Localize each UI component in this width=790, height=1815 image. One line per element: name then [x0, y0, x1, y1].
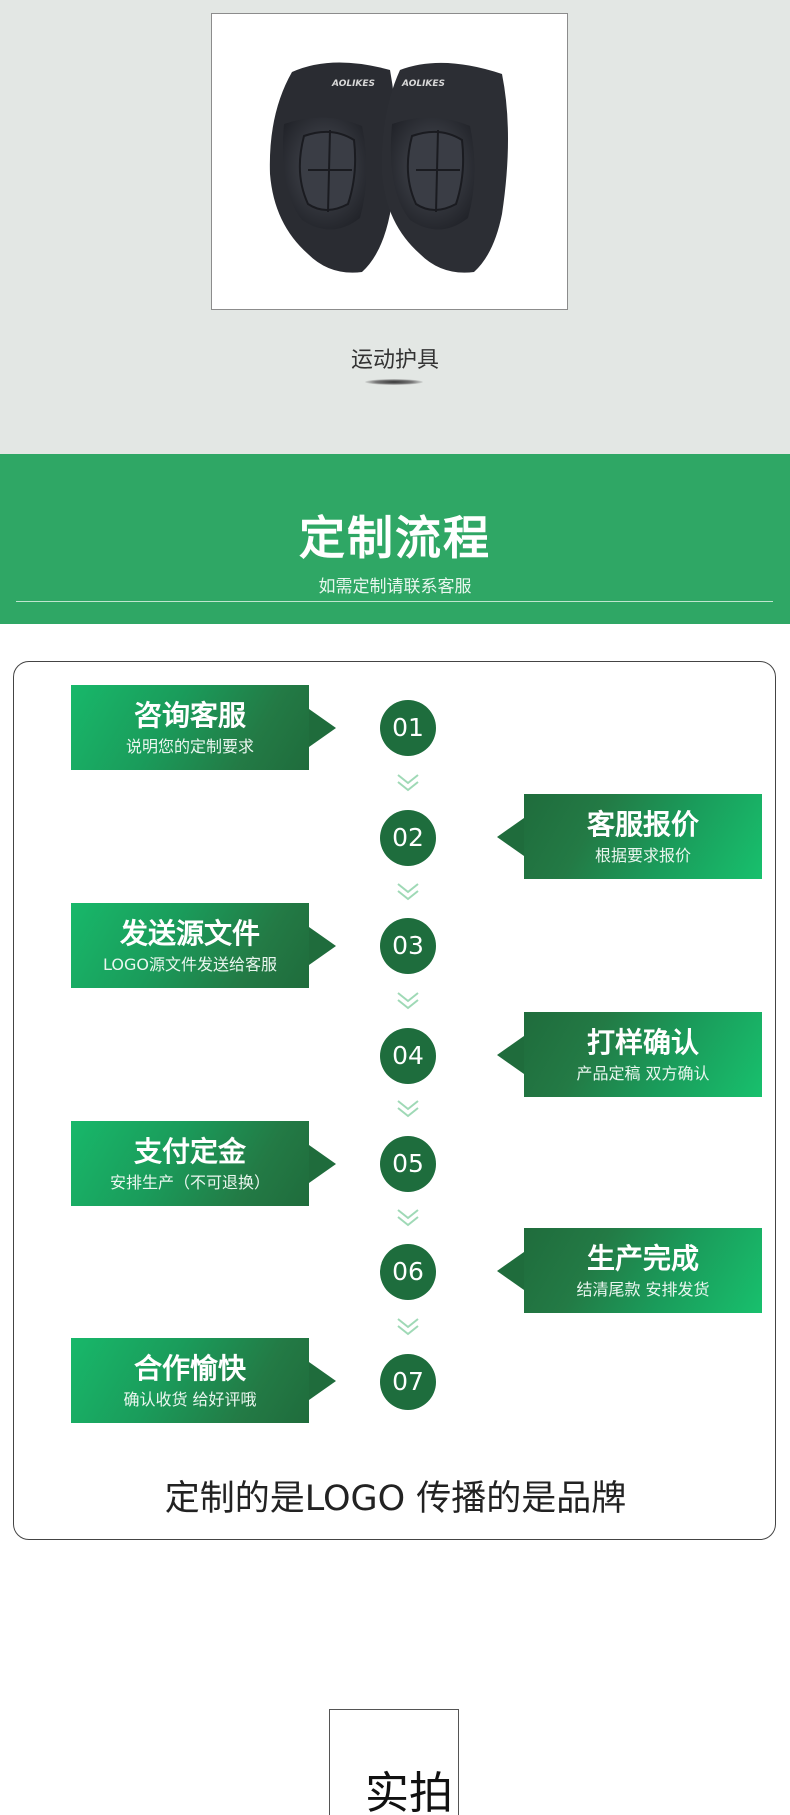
step-desc: 产品定稿 双方确认 [576, 1064, 710, 1083]
chevron-down-icon [397, 774, 419, 792]
step-number-6: 06 [380, 1244, 436, 1300]
step-number-3: 03 [380, 918, 436, 974]
step-number-5: 05 [380, 1136, 436, 1192]
step-box-1[interactable]: 咨询客服 说明您的定制要求 [71, 685, 336, 770]
step-box-4[interactable]: 打样确认 产品定稿 双方确认 [497, 1012, 762, 1097]
chevron-down-icon [397, 1318, 419, 1336]
step-box-3[interactable]: 发送源文件 LOGO源文件发送给客服 [71, 903, 336, 988]
knee-pads-photo-icon: AOLIKES AOLIKES [269, 62, 508, 273]
step-box-2[interactable]: 客服报价 根据要求报价 [497, 794, 762, 879]
step-box-7[interactable]: 合作愉快 确认收货 给好评哦 [71, 1338, 336, 1423]
product-image[interactable]: AOLIKES AOLIKES [211, 13, 568, 310]
process-banner: 定制流程 如需定制请联系客服 [0, 454, 790, 624]
chevron-down-icon [397, 1209, 419, 1227]
step-number-4: 04 [380, 1028, 436, 1084]
svg-text:AOLIKES: AOLIKES [401, 79, 445, 89]
product-caption: 运动护具 [350, 348, 439, 373]
step-title: 咨询客服 [133, 699, 246, 732]
chevron-down-icon [397, 883, 419, 901]
step-box-6[interactable]: 生产完成 结清尾款 安排发货 [497, 1228, 762, 1313]
step-desc: 说明您的定制要求 [125, 737, 254, 756]
chevron-down-icon [397, 992, 419, 1010]
process-card: 咨询客服 说明您的定制要求 01 02 客服报价 根据要求报价 发送源文件 LO… [13, 661, 776, 1540]
step-desc: 结清尾款 安排发货 [576, 1280, 710, 1299]
step-desc: 确认收货 给好评哦 [123, 1390, 257, 1409]
step-desc: 安排生产（不可退换） [109, 1173, 270, 1192]
step-number-1: 01 [380, 700, 436, 756]
chevron-down-icon [397, 1100, 419, 1118]
product-section: AOLIKES AOLIKES 运动护具 [0, 0, 790, 454]
step-title: 发送源文件 [119, 917, 260, 950]
banner-subtitle: 如需定制请联系客服 [318, 577, 472, 597]
step-number-2: 02 [380, 810, 436, 866]
real-photo-title: 实拍 [365, 1768, 453, 1815]
step-box-5[interactable]: 支付定金 安排生产（不可退换） [71, 1121, 336, 1206]
banner-divider [16, 601, 773, 602]
step-title: 支付定金 [133, 1135, 246, 1168]
step-title: 合作愉快 [133, 1352, 246, 1385]
real-photo-header: 实拍 [329, 1709, 459, 1815]
step-title: 打样确认 [586, 1026, 699, 1059]
banner-title: 定制流程 [299, 511, 491, 565]
step-title: 生产完成 [586, 1242, 699, 1275]
svg-text:AOLIKES: AOLIKES [331, 79, 375, 89]
step-title: 客服报价 [586, 808, 699, 841]
caption-shadow [365, 379, 423, 385]
step-number-7: 07 [380, 1354, 436, 1410]
step-desc: LOGO源文件发送给客服 [103, 955, 277, 974]
brand-slogan: 定制的是LOGO 传播的是品牌 [164, 1479, 627, 1519]
step-desc: 根据要求报价 [594, 846, 691, 865]
